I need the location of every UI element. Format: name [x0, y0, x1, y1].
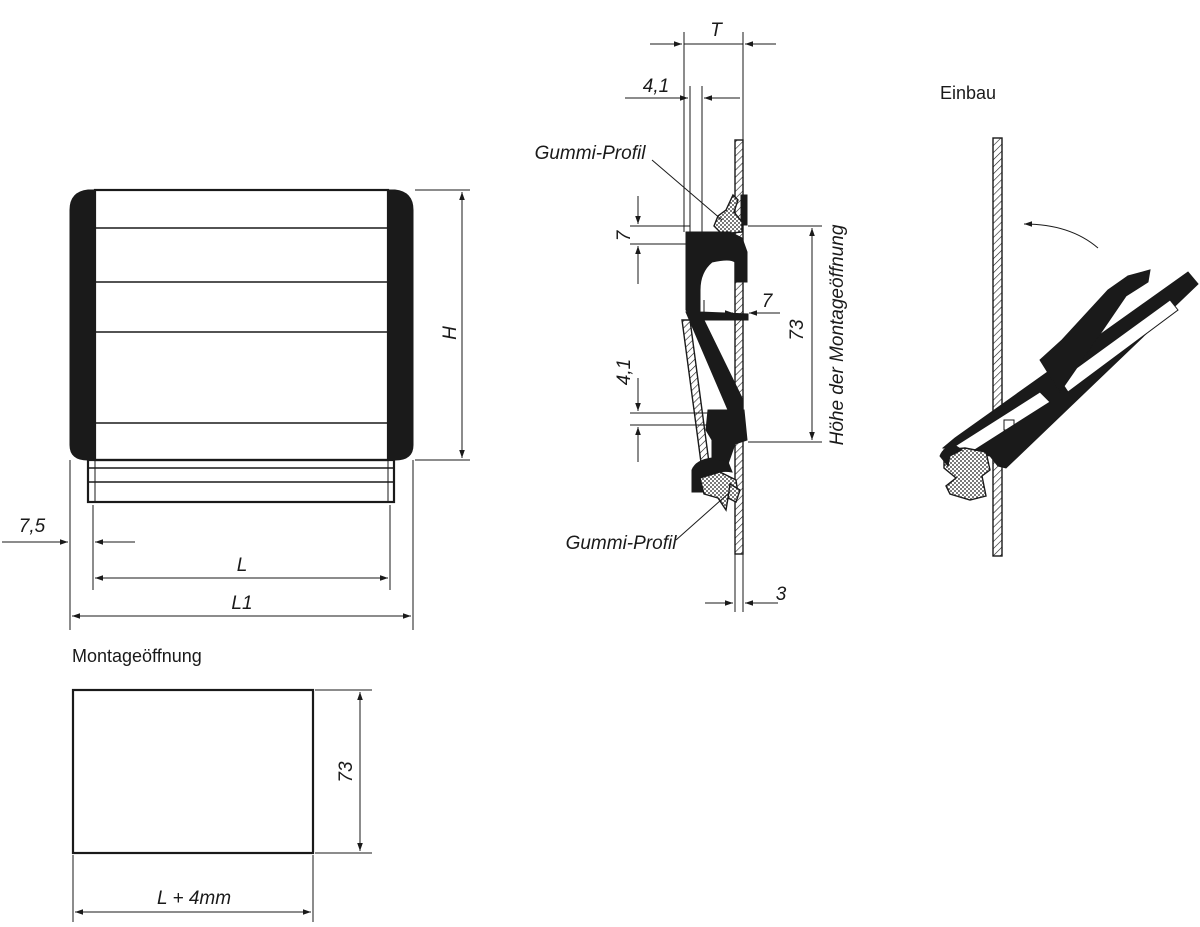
- wall-panel: [734, 139, 744, 555]
- bottom-lip: [86, 458, 396, 504]
- tilted-slat: [939, 269, 1199, 501]
- right-end-cap: [387, 189, 414, 461]
- front-view: H 7,5 L L1: [2, 188, 470, 630]
- left-end-cap: [69, 189, 96, 461]
- dim-top-41-label: 4,1: [643, 76, 669, 97]
- dim-h-label: H: [440, 326, 461, 340]
- dim-t-label: T: [710, 20, 723, 41]
- rotation-arrow: [1023, 221, 1099, 249]
- gummi-profil-top-label: Gummi-Profil: [535, 143, 647, 164]
- installation-view: Einbau: [939, 83, 1199, 557]
- upper-frame: [685, 231, 749, 321]
- montageoeffnung-title: Montageöffnung: [72, 646, 202, 666]
- mounting-opening-view: Montageöffnung 73 L + 4mm: [71, 646, 372, 922]
- dim-top-7-label: 7: [614, 229, 635, 241]
- opening-rectangle: [71, 688, 315, 855]
- dim-mid-7-label: 7: [762, 291, 774, 312]
- dim-l1-label: L1: [231, 593, 252, 614]
- dim-section-73-label: 73: [787, 319, 808, 341]
- diagonal-web: [685, 311, 743, 411]
- einbau-title: Einbau: [940, 83, 996, 103]
- dim-bottom-3-label: 3: [776, 584, 787, 605]
- gummi-profil-bottom-label: Gummi-Profil: [566, 533, 678, 554]
- opening-width-label: L + 4mm: [157, 888, 231, 909]
- dim-l-label: L: [237, 555, 248, 576]
- dim-offset-label: 7,5: [19, 516, 46, 537]
- slat-body: [93, 188, 390, 462]
- hoehe-montageoeffnung-label: Höhe der Montageöffnung: [827, 224, 848, 445]
- dim-lower-41-label: 4,1: [614, 359, 635, 385]
- opening-height-label: 73: [336, 761, 357, 783]
- install-wall-panel: [992, 137, 1003, 557]
- cross-section-view: T 4,1 Gummi-Profil 7 73 Höhe der Montage…: [535, 20, 848, 612]
